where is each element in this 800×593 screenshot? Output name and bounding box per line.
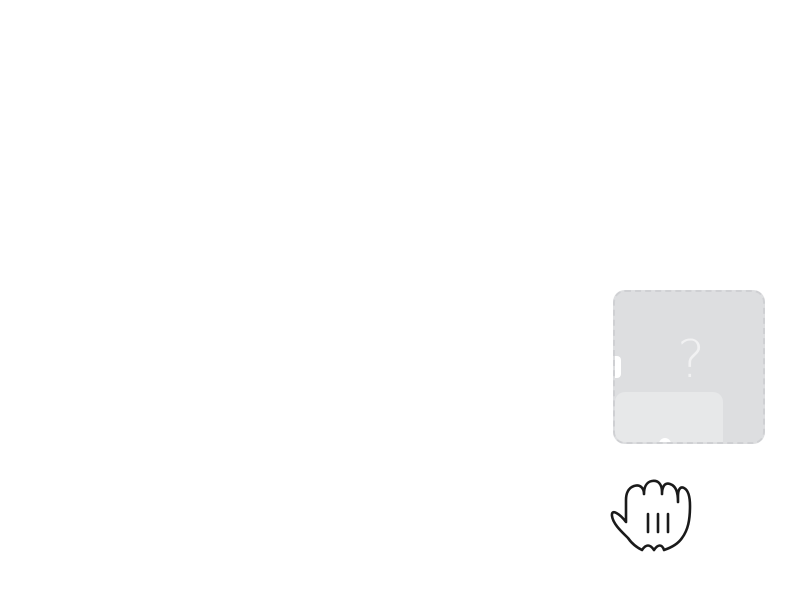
card-bottom-nub xyxy=(659,438,671,442)
card-inner-panel xyxy=(615,392,723,442)
card-side-tab xyxy=(615,356,621,378)
media-placeholder-card[interactable]: ? xyxy=(613,290,765,444)
question-mark-icon: ? xyxy=(677,330,705,390)
grab-hand-cursor-icon xyxy=(610,479,692,552)
